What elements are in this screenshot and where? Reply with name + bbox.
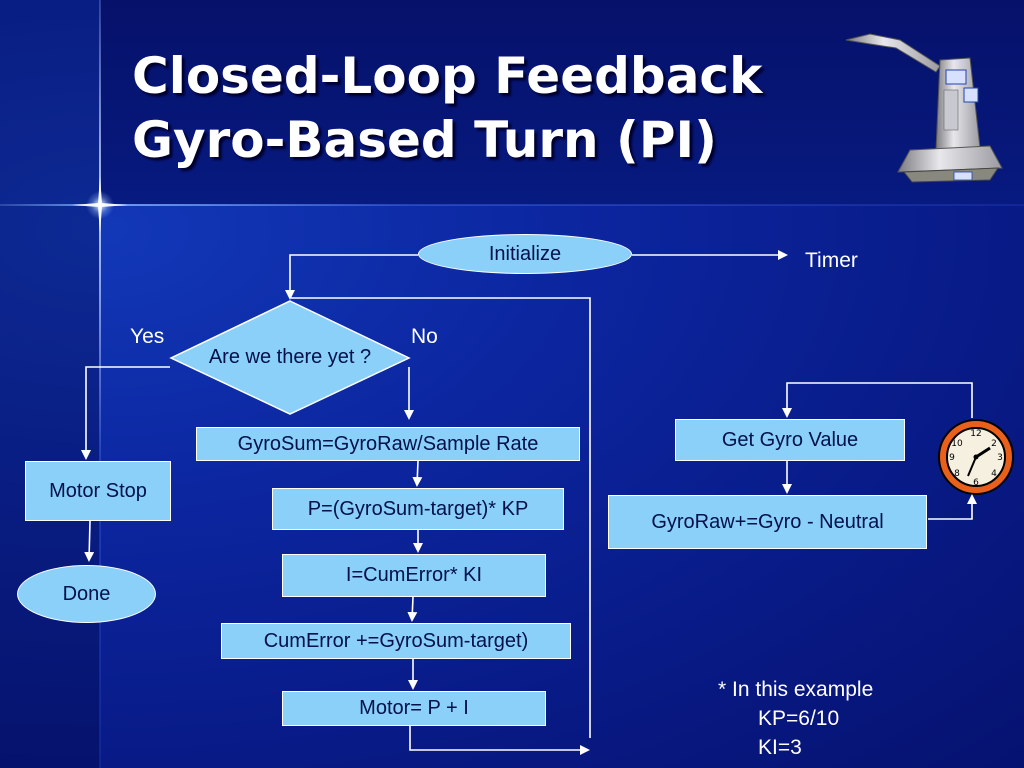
vertical-divider [99,0,101,768]
svg-text:6: 6 [973,478,979,488]
note-line-2: KP=6/10 [758,707,840,730]
clock-icon: 12 6 9 3 10 2 8 4 [938,419,1014,495]
cumerror-label: CumError +=GyroSum-target) [263,629,529,652]
horizontal-divider [0,204,1024,206]
svg-text:8: 8 [954,469,960,479]
motor-stop-label: Motor Stop [49,479,147,502]
robot-tower-image [845,33,1003,183]
get-gyro-label: Get Gyro Value [721,428,859,451]
motor-output-label: Motor= P + I [359,697,469,719]
example-note: * In this example KP=6/10 KI=3 [718,675,873,762]
no-label: No [411,325,438,348]
page-title: Closed-Loop Feedback Gyro-Based Turn (PI… [132,44,852,172]
done-label: Done [62,582,111,605]
decision-diamond [169,300,411,415]
i-term-box: I=CumError* KI [282,554,546,597]
gyrosum-label: GyroSum=GyroRaw/Sample Rate [237,432,539,455]
title-line-2: Gyro-Based Turn (PI) [132,111,717,169]
svg-text:3: 3 [997,453,1003,463]
get-gyro-box: Get Gyro Value [675,419,905,461]
cumerror-box: CumError +=GyroSum-target) [221,623,571,659]
svg-text:9: 9 [949,453,955,463]
i-term-label: I=CumError* KI [345,564,483,586]
svg-text:2: 2 [991,439,997,449]
done-node: Done [17,565,156,623]
yes-label: Yes [130,325,165,348]
initialize-label: Initialize [488,242,562,265]
svg-text:10: 10 [951,439,963,449]
timer-label: Timer [805,249,858,272]
decision-label: Are we there yet ? [208,346,372,368]
motor-stop-box: Motor Stop [25,461,171,521]
svg-text:4: 4 [991,469,997,479]
title-line-1: Closed-Loop Feedback [132,47,763,105]
p-term-label: P=(GyroSum-target)* KP [307,497,529,520]
svg-text:12: 12 [970,429,981,439]
note-line-3: KI=3 [758,736,802,759]
left-band [0,0,100,768]
gyroraw-label: GyroRaw+=Gyro - Neutral [651,510,884,533]
gyrosum-box: GyroSum=GyroRaw/Sample Rate [196,427,580,461]
motor-output-box: Motor= P + I [282,691,546,726]
initialize-node: Initialize [418,234,632,274]
sparkle-icon [72,177,128,233]
p-term-box: P=(GyroSum-target)* KP [272,488,564,530]
note-line-1: * In this example [718,678,874,701]
gyroraw-box: GyroRaw+=Gyro - Neutral [608,495,927,549]
